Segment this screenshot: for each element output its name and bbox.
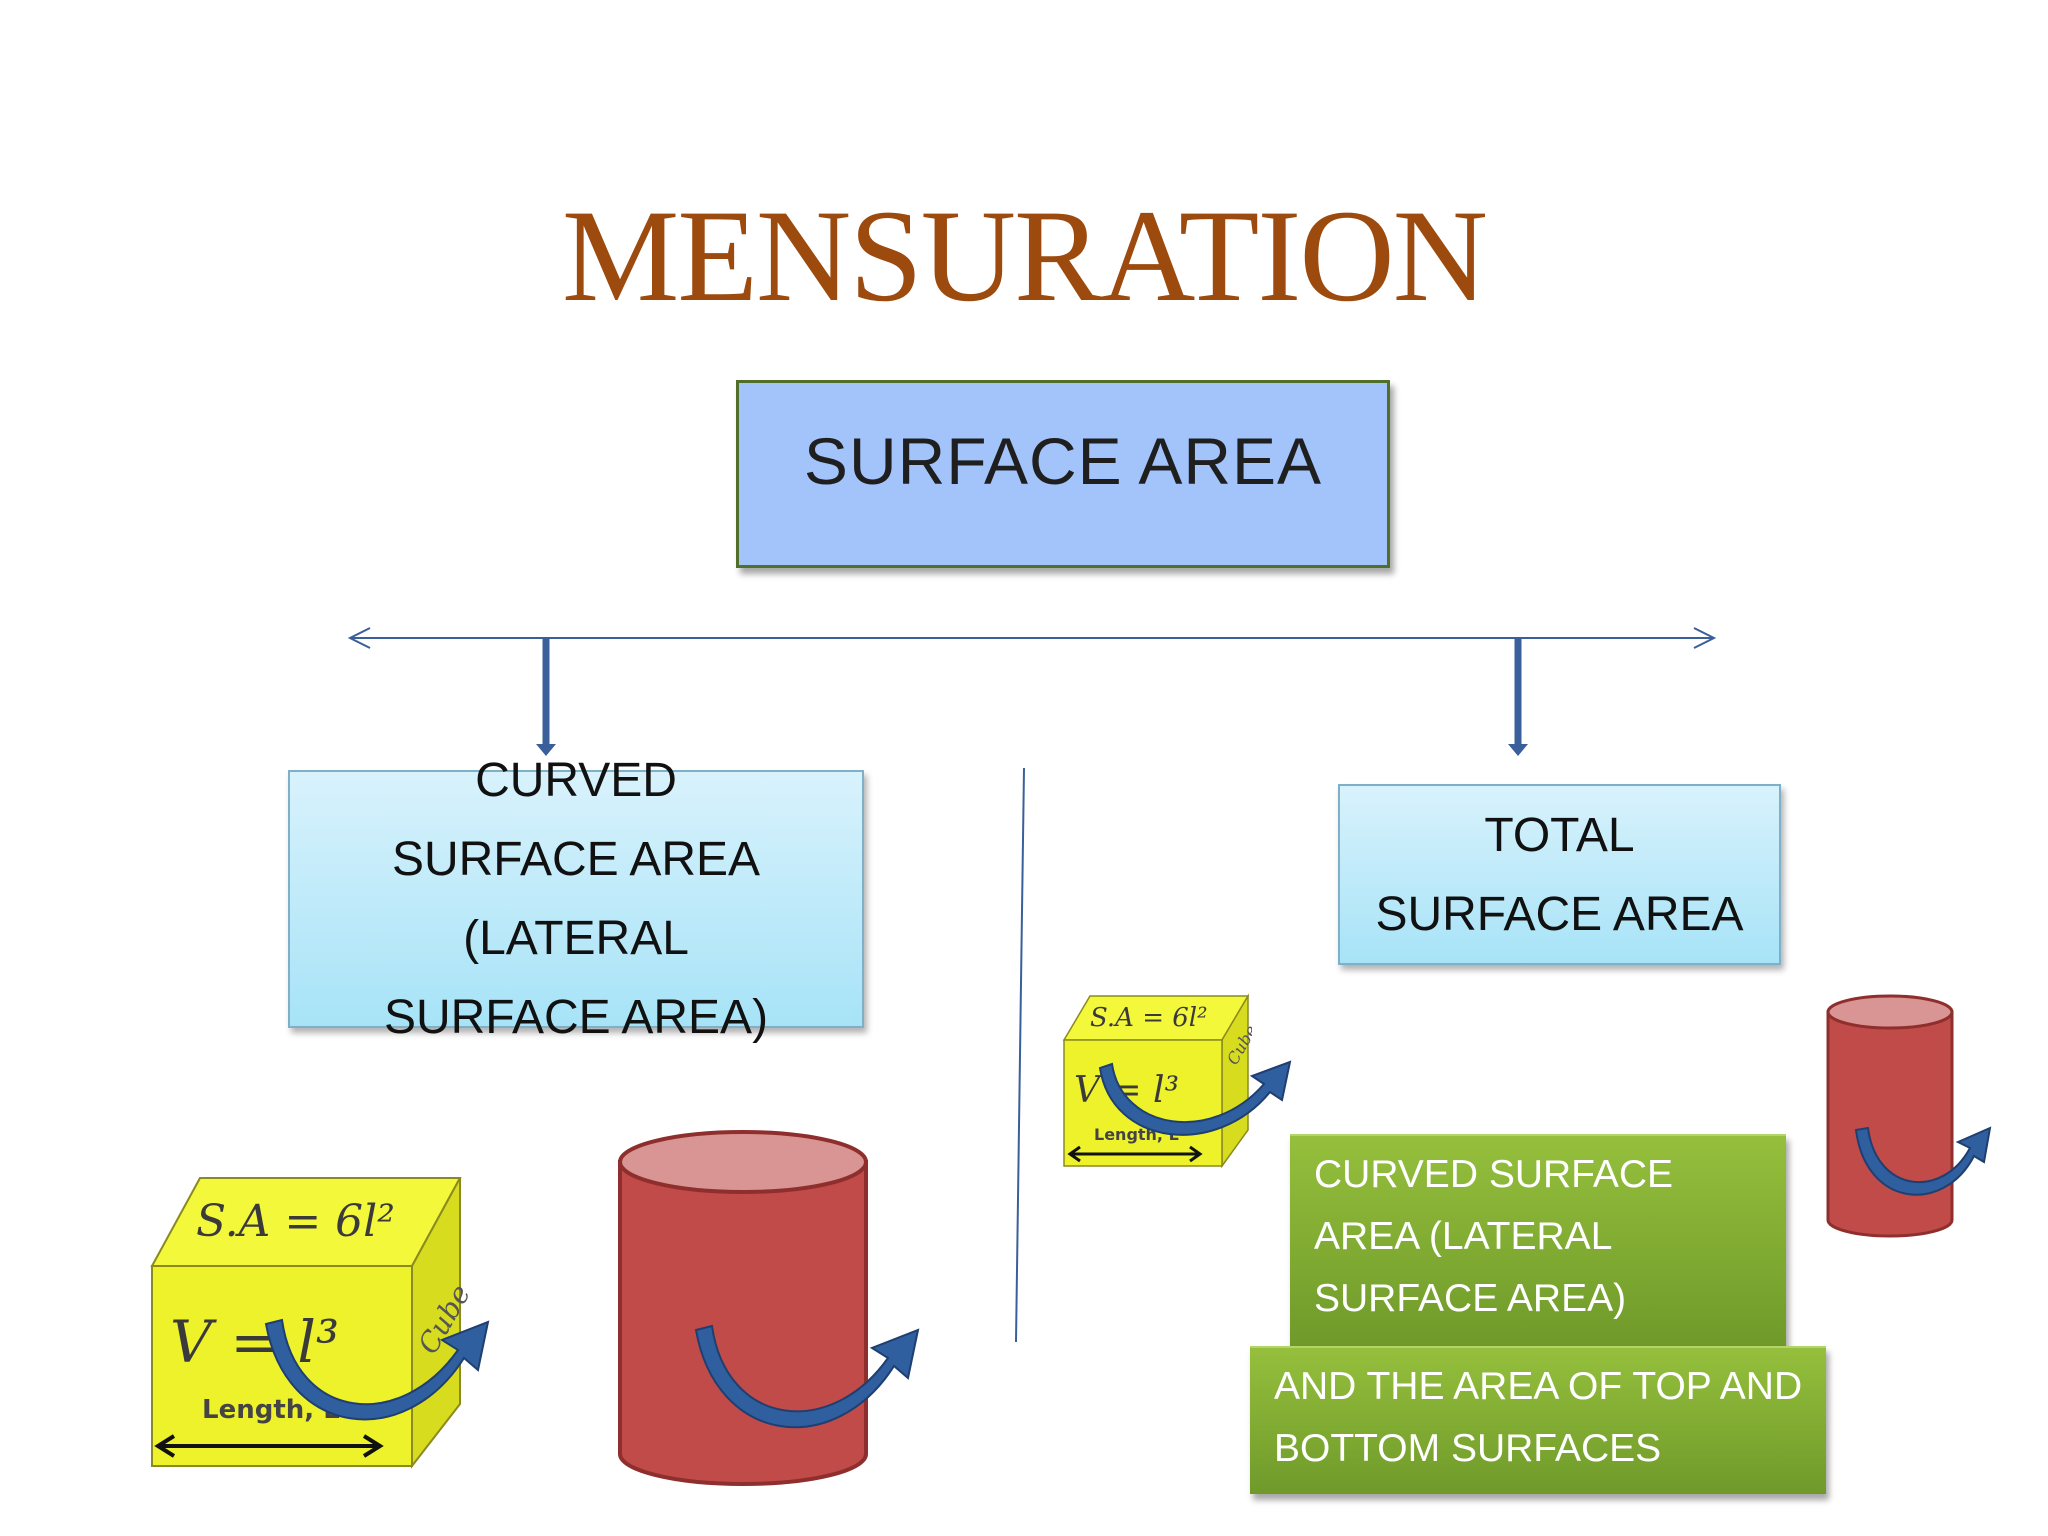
curved-surface-area-label: CURVED SURFACE AREA (LATERAL SURFACE ARE… <box>383 754 769 1044</box>
cylinder-icon <box>618 1130 868 1486</box>
left-arrowhead <box>347 627 371 649</box>
divider-line <box>1015 767 1025 1343</box>
right-arrowhead <box>1693 627 1717 649</box>
cube-icon: S.A = 6l² V = l³ Cube Length, L <box>150 1177 477 1469</box>
total-surface-area-box: TOTAL SURFACE AREA <box>1338 784 1781 965</box>
curved-surface-area-note-text: CURVED SURFACE AREA (LATERAL SURFACE ARE… <box>1314 1153 1674 1320</box>
total-surface-area-label: TOTAL SURFACE AREA <box>1375 808 1744 941</box>
curved-arrow-icon <box>1098 1060 1292 1136</box>
top-bottom-area-note: AND THE AREA OF TOP AND BOTTOM SURFACES <box>1250 1346 1826 1494</box>
cube-volume-formula: V = l³ <box>170 1308 339 1376</box>
small-cube-sa-formula: S.A = 6l² <box>1090 1003 1208 1033</box>
curved-arrow-icon <box>694 1324 920 1429</box>
surface-area-box: SURFACE AREA <box>736 380 1390 568</box>
cube-sa-formula: S.A = 6l² <box>196 1196 395 1247</box>
cylinder-icon <box>1826 994 1954 1238</box>
top-bottom-area-note-text: AND THE AREA OF TOP AND BOTTOM SURFACES <box>1274 1365 1803 1470</box>
curved-surface-area-box: CURVED SURFACE AREA (LATERAL SURFACE ARE… <box>288 754 864 1044</box>
surface-area-label: SURFACE AREA <box>803 424 1323 498</box>
curved-surface-area-note: CURVED SURFACE AREA (LATERAL SURFACE ARE… <box>1290 1134 1786 1346</box>
page-title: MENSURATION <box>561 182 1488 329</box>
curved-arrow-icon <box>264 1318 490 1421</box>
curved-arrow-icon <box>1854 1126 1992 1196</box>
